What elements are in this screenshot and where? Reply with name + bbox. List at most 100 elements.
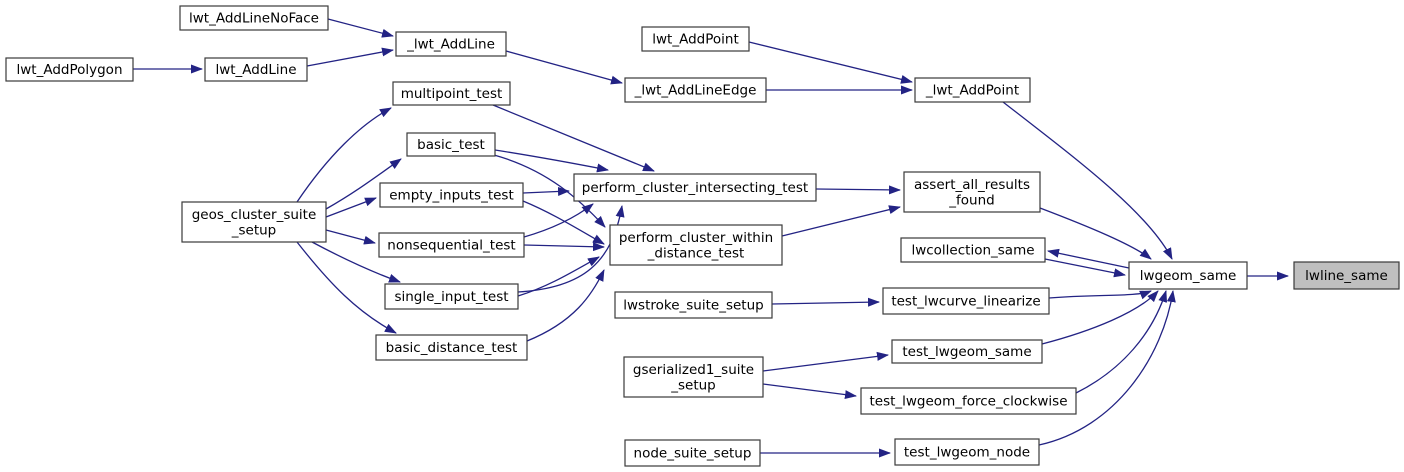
node-box: [5, 57, 134, 82]
node-lwt_AddLineNoFace[interactable]: lwt_AddLineNoFace: [179, 5, 329, 31]
node-label: _lwt_AddLine: [406, 37, 495, 53]
node-lwt_AddPoint[interactable]: lwt_AddPoint: [641, 26, 750, 52]
node-label: node_suite_setup: [634, 446, 752, 462]
node-box: [1128, 261, 1248, 290]
node-label: test_lwcurve_linearize: [891, 294, 1040, 310]
node-geos_cluster_suite_setup[interactable]: geos_cluster_suite_setup: [181, 201, 327, 243]
node-box: [614, 291, 773, 319]
edge-lwstroke_suite_setup-to-test_lwcurve_linearize: [771, 297, 880, 307]
node-label: perform_cluster_intersecting_test: [582, 180, 808, 196]
edge-basic_test-to-perform_cluster_intersecting_test: [494, 149, 609, 173]
node-label: lwt_AddLineNoFace: [189, 11, 319, 27]
edge-geos_cluster_suite_setup-to-empty_inputs_test: [325, 197, 377, 218]
node-test_lwgeom_node[interactable]: test_lwgeom_node: [894, 438, 1040, 466]
edge-lwt_AddLineNoFace-to-_lwt_AddLine: [327, 18, 394, 38]
edge-empty_inputs_test-to-perform_cluster_intersecting_test: [522, 186, 570, 196]
node-label: assert_all_results_found: [914, 177, 1030, 209]
node-_lwt_AddPoint[interactable]: _lwt_AddPoint: [914, 77, 1031, 103]
node-label: nonsequential_test: [387, 238, 515, 254]
node-gserialized1_suite_setup[interactable]: gserialized1_suite_setup: [623, 356, 764, 398]
node-multipoint_test[interactable]: multipoint_test: [392, 81, 511, 106]
node-box: [609, 224, 783, 266]
node-label: single_input_test: [394, 289, 508, 305]
edge-test_lwgeom_node-to-lwgeom_same: [1038, 290, 1176, 446]
node-box: [860, 387, 1077, 415]
node-label: _lwt_AddLineEdge: [634, 83, 757, 99]
node-box: [406, 132, 496, 157]
edge-lwt_AddPoint-to-_lwt_AddPoint: [748, 41, 913, 84]
node-label: gserialized1_suite_setup: [633, 362, 754, 394]
node-label: geos_cluster_suite_setup: [192, 207, 317, 239]
node-label: test_lwgeom_same: [902, 344, 1031, 360]
edge-gserialized1_suite_setup-to-test_lwgeom_same: [762, 351, 889, 372]
node-label: lwt_AddLine: [215, 62, 296, 78]
node-nonsequential_test[interactable]: nonsequential_test: [378, 232, 525, 258]
edge-geos_cluster_suite_setup-to-nonsequential_test: [325, 229, 376, 245]
node-test_lwcurve_linearize[interactable]: test_lwcurve_linearize: [882, 287, 1050, 315]
node-box: [375, 334, 528, 361]
node-perform_cluster_intersecting_test[interactable]: perform_cluster_intersecting_test: [573, 173, 817, 202]
node-box: [623, 356, 764, 398]
node-label: multipoint_test: [401, 86, 503, 102]
node-box: [914, 77, 1031, 103]
node-label: perform_cluster_within_distance_test: [619, 230, 773, 262]
node-test_lwgeom_force_clockwise[interactable]: test_lwgeom_force_clockwise: [860, 387, 1077, 415]
node-lwt_AddPolygon[interactable]: lwt_AddPolygon: [5, 57, 134, 82]
node-node_suite_setup[interactable]: node_suite_setup: [624, 439, 761, 467]
node-label: lwgeom_same: [1140, 268, 1237, 284]
edge-_lwt_AddPoint-to-lwgeom_same: [1002, 101, 1173, 260]
node-box: [204, 57, 308, 82]
node-_lwt_AddLine[interactable]: _lwt_AddLine: [395, 31, 507, 57]
node-single_input_test[interactable]: single_input_test: [384, 283, 519, 310]
edge-lwt_AddLine-to-_lwt_AddLine: [306, 47, 394, 67]
edge-multipoint_test-to-perform_cluster_intersecting_test: [492, 104, 655, 172]
node-box: [379, 182, 524, 208]
node-empty_inputs_test[interactable]: empty_inputs_test: [379, 182, 524, 208]
node-lwgeom_same[interactable]: lwgeom_same: [1128, 261, 1248, 290]
node-box: [573, 173, 817, 202]
node-perform_cluster_within_distance_test[interactable]: perform_cluster_within_distance_test: [609, 224, 783, 266]
node-label: _lwt_AddPoint: [925, 83, 1019, 99]
edge-basic_distance_test-to-perform_cluster_within_distance_test: [526, 269, 605, 342]
edge-test_lwgeom_force_clockwise-to-lwgeom_same: [1075, 290, 1168, 394]
node-lwline_same: lwline_same: [1293, 261, 1400, 290]
node-box: [624, 77, 767, 103]
node-label: lwline_same: [1305, 268, 1388, 284]
edge-single_input_test-to-perform_cluster_intersecting_test: [517, 205, 625, 293]
node-box: [179, 5, 329, 31]
node-basic_test[interactable]: basic_test: [406, 132, 496, 157]
node-test_lwgeom_same[interactable]: test_lwgeom_same: [891, 339, 1043, 364]
node-lwt_AddLine[interactable]: lwt_AddLine: [204, 57, 308, 82]
node-box: [894, 438, 1040, 466]
node-label: basic_distance_test: [386, 340, 518, 356]
edge-perform_cluster_within_distance_test-to-assert_all_results_found: [781, 205, 901, 237]
node-box: [181, 201, 327, 243]
edge-geos_cluster_suite_setup-to-basic_test: [325, 158, 402, 210]
node-box: [1293, 261, 1400, 290]
node-box: [900, 237, 1046, 263]
edge-assert_all_results_found-to-lwgeom_same: [1039, 207, 1152, 260]
node-label: lwt_AddPoint: [652, 32, 739, 48]
node-basic_distance_test[interactable]: basic_distance_test: [375, 334, 528, 361]
node-lwstroke_suite_setup[interactable]: lwstroke_suite_setup: [614, 291, 773, 319]
node-box: [384, 283, 519, 310]
node-lwcollection_same[interactable]: lwcollection_same: [900, 237, 1046, 263]
edge-empty_inputs_test-to-perform_cluster_within_distance_test: [522, 200, 605, 245]
node-label: empty_inputs_test: [389, 188, 514, 204]
edge-lwcollection_same-to-lwgeom_same: [1044, 258, 1126, 278]
node-label: lwt_AddPolygon: [16, 62, 122, 78]
node-_lwt_AddLineEdge[interactable]: _lwt_AddLineEdge: [624, 77, 767, 103]
node-label: basic_test: [417, 137, 485, 153]
node-box: [392, 81, 511, 106]
edge-geos_cluster_suite_setup-to-basic_distance_test: [296, 241, 397, 334]
node-label: lwcollection_same: [911, 243, 1034, 259]
node-box: [641, 26, 750, 52]
edge-test_lwcurve_linearize-to-lwgeom_same: [1048, 290, 1152, 300]
edge-nonsequential_test-to-perform_cluster_intersecting_test: [523, 203, 594, 238]
edge-nonsequential_test-to-perform_cluster_within_distance_test: [523, 242, 605, 252]
edge-single_input_test-to-perform_cluster_within_distance_test: [517, 256, 600, 297]
edge-lwgeom_same-to-lwcollection_same: [1047, 248, 1130, 269]
node-assert_all_results_found[interactable]: assert_all_results_found: [903, 171, 1041, 213]
edge-geos_cluster_suite_setup-to-multipoint_test: [296, 107, 392, 203]
